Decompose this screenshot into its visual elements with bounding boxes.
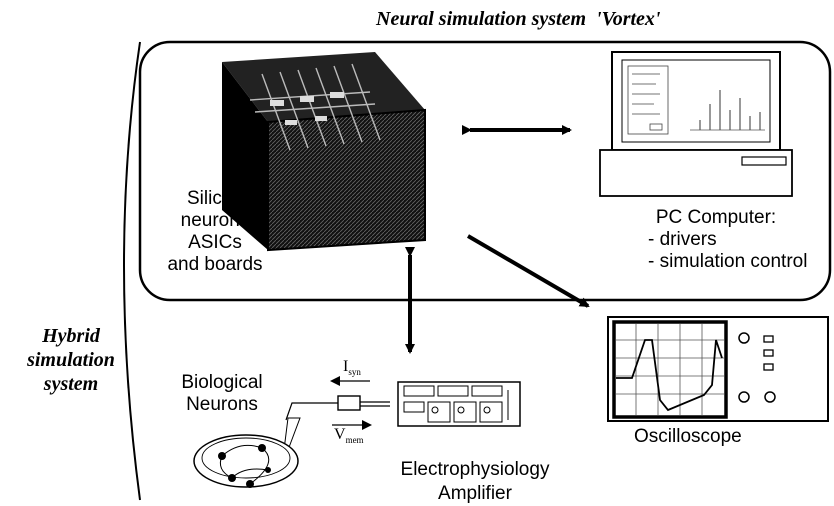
- petri-dish-neurons-icon: [193, 434, 299, 488]
- pc-case-icon: [599, 149, 793, 197]
- pc-label-line-2: - drivers: [648, 229, 717, 250]
- pc-label-line-1: PC Computer:: [655, 207, 777, 228]
- pc-label-line-3: - simulation control: [648, 251, 808, 272]
- hybrid-system-bracket: [123, 41, 141, 501]
- oscilloscope-label: Oscilloscope: [634, 426, 742, 447]
- hybrid-label-line-2: simulation: [27, 349, 115, 371]
- oscilloscope-icon: [607, 316, 829, 422]
- silicon-label-line-1: Silicon: [187, 188, 243, 209]
- vortex-system-box: [138, 40, 832, 302]
- hybrid-label-line-1: Hybrid: [42, 325, 100, 347]
- silicon-label-line-4: and boards: [167, 254, 263, 275]
- bio-label-line-2: Neurons: [186, 394, 258, 415]
- pc-monitor-icon: [611, 51, 781, 151]
- amp-label-line-2: Amplifier: [438, 483, 512, 504]
- vmem-main: V: [334, 426, 346, 443]
- amp-label-line-1: Electrophysiology: [400, 459, 550, 480]
- isyn-sub: syn: [348, 367, 361, 378]
- amplifier-label: Electrophysiology Amplifier: [370, 458, 580, 506]
- vmem-sub: mem: [345, 435, 364, 446]
- diagram-title: Neural simulation system 'Vortex': [376, 8, 661, 30]
- biological-neurons-label: Biological Neurons: [172, 372, 272, 416]
- hybrid-system-label: Hybrid simulation system: [16, 324, 126, 396]
- arrow-vortex-oscilloscope: [466, 234, 590, 308]
- bio-label-line-1: Biological: [181, 372, 263, 393]
- amplifier-device-icon: [397, 381, 521, 427]
- hybrid-label-line-3: system: [43, 373, 99, 395]
- silicon-label-line-3: ASICs: [188, 232, 242, 253]
- silicon-neurons-label: Silicon neurons ASICs and boards: [160, 188, 270, 276]
- pc-computer-label: PC Computer: - drivers - simulation cont…: [648, 207, 832, 273]
- isyn-label: Isyn: [343, 358, 361, 377]
- vmem-label: Vmem: [334, 426, 364, 445]
- isyn-main: I: [343, 358, 349, 375]
- silicon-neurons-rack-image: [222, 52, 426, 252]
- silicon-label-line-2: neurons: [180, 210, 250, 231]
